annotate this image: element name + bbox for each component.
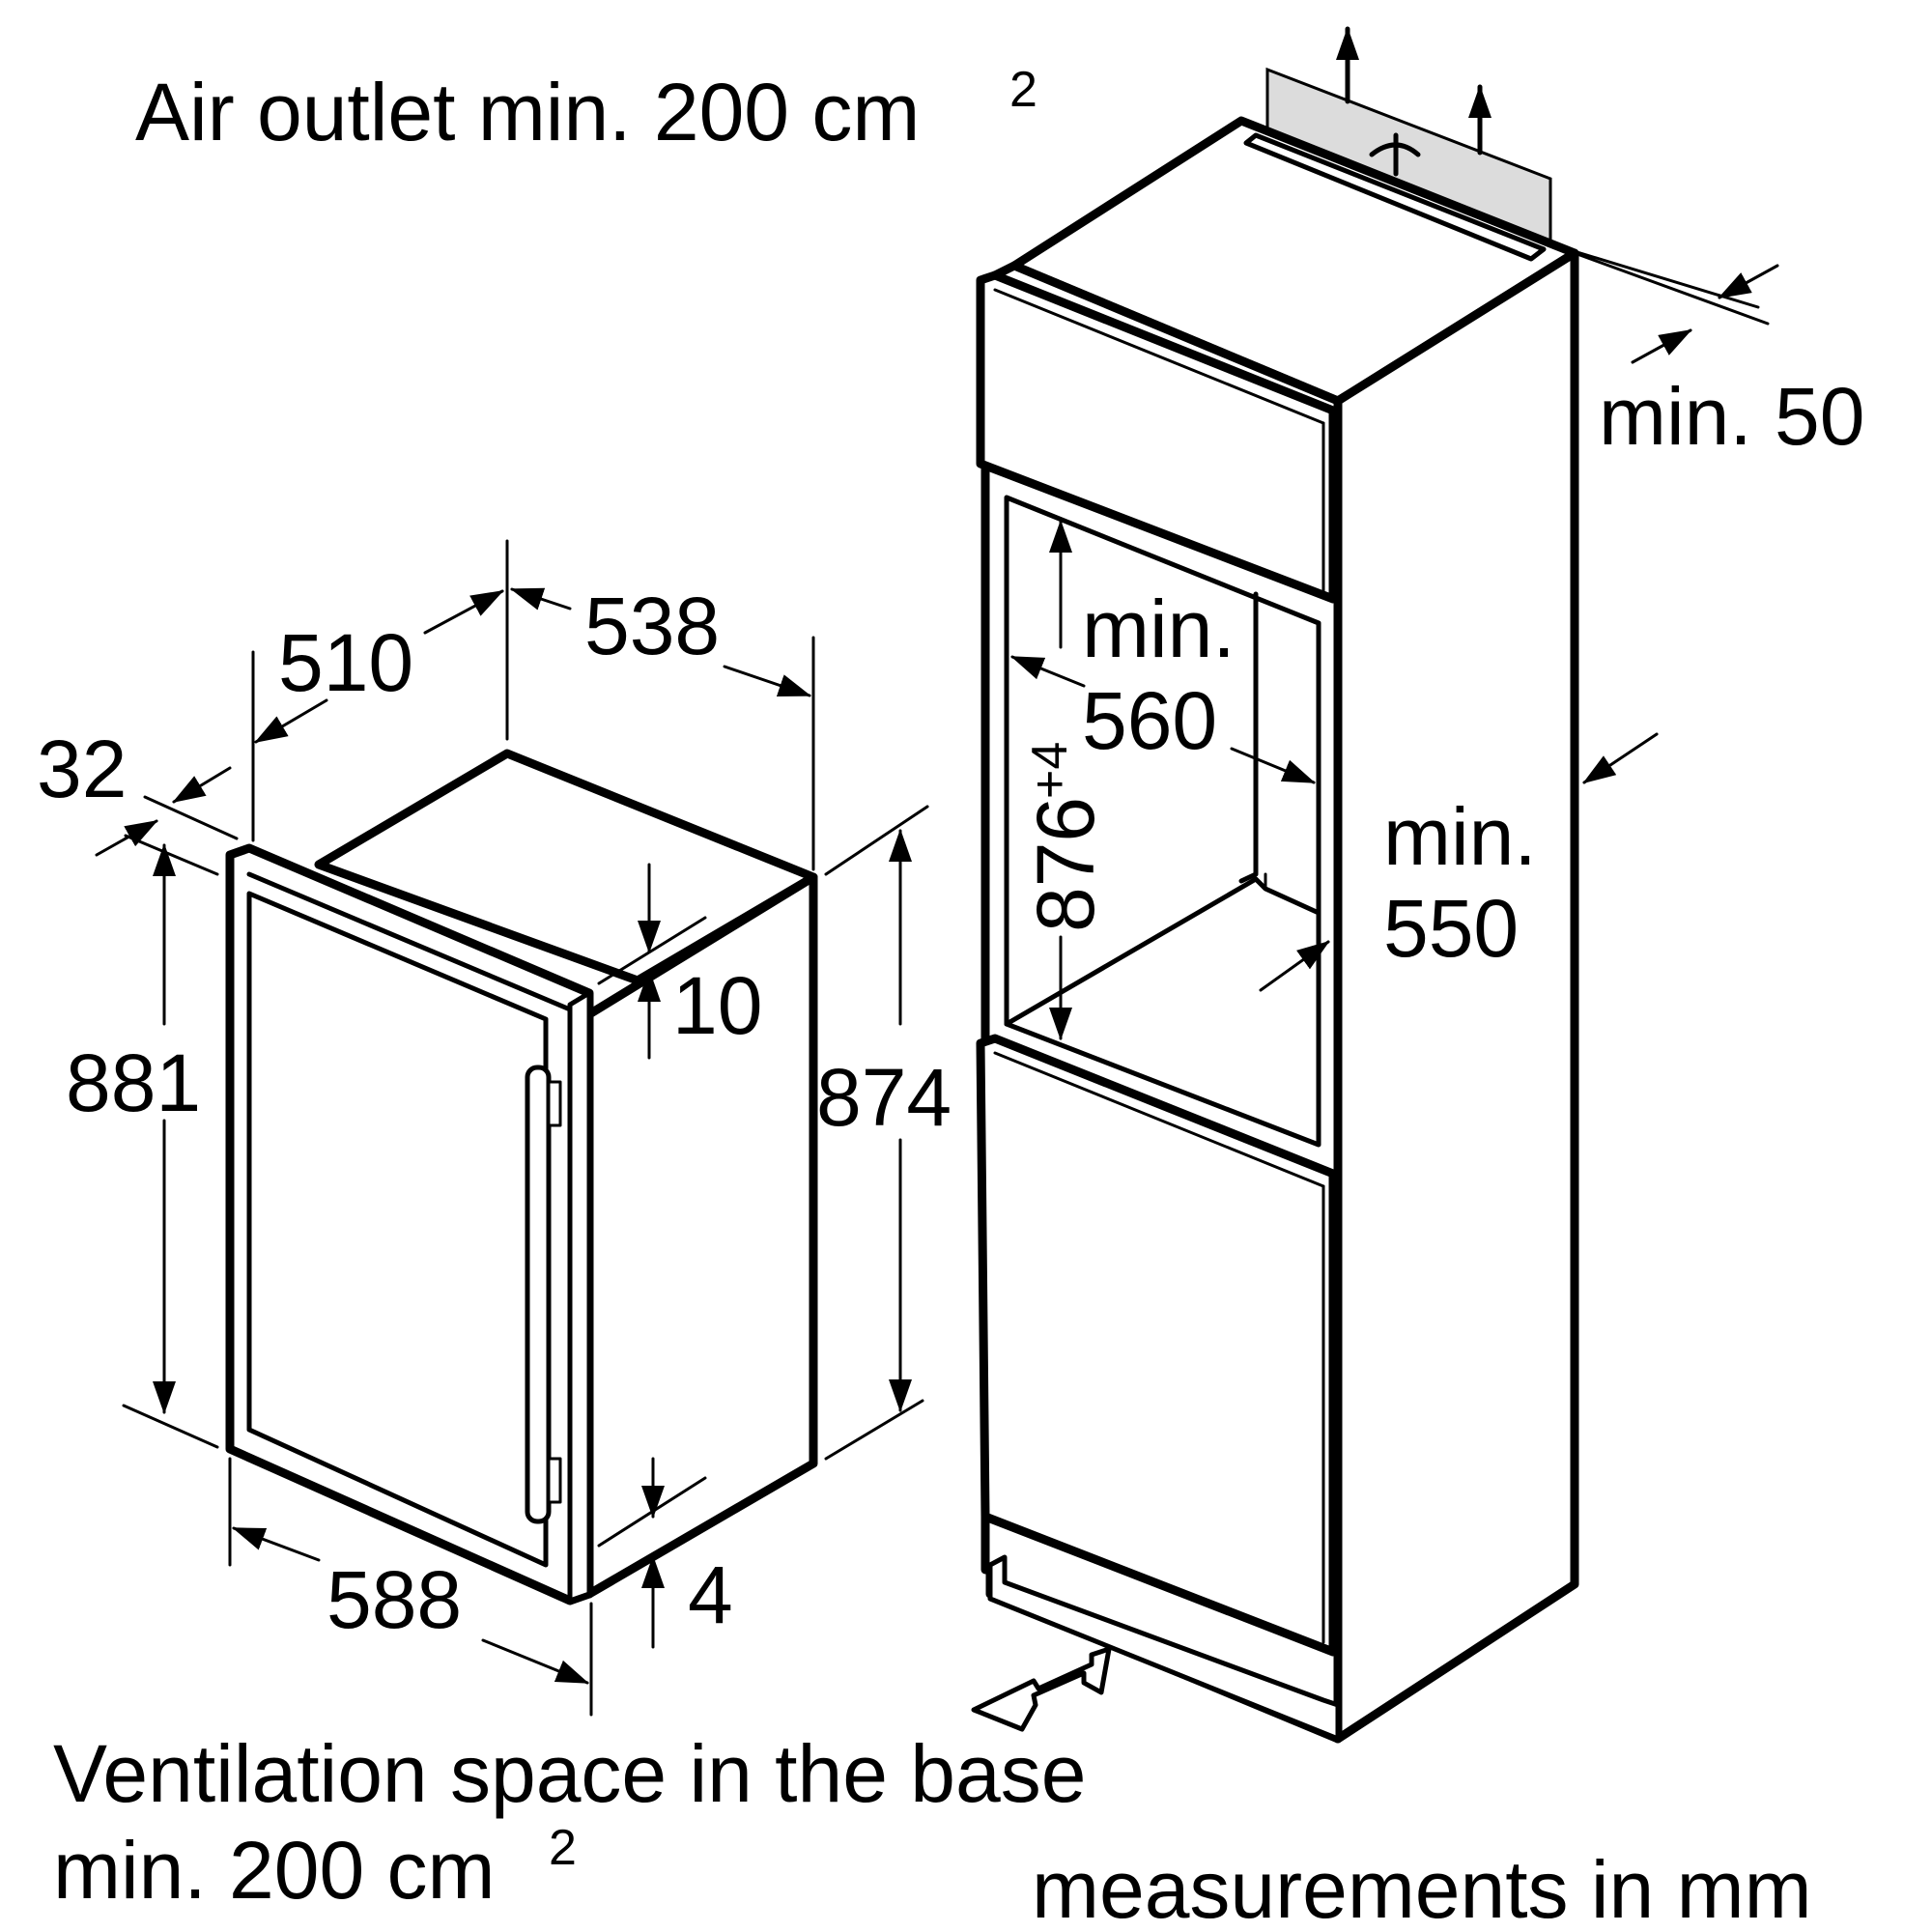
ventilation-text-line1: Ventilation space in the base (53, 1728, 1086, 1819)
ventilation-text-line2: min. 200 cm (53, 1825, 496, 1916)
appliance-dimension-labels: 538 510 32 881 874 10 4 588 (37, 581, 952, 1645)
appliance-drawing (225, 749, 818, 1605)
dim-bottom-gap: 4 (688, 1549, 733, 1640)
air-outlet-superscript: 2 (1009, 62, 1037, 118)
dim-niche-depth-label: min. (1383, 791, 1537, 882)
air-outlet-caption: Air outlet min. 200 cm 2 (135, 62, 1037, 157)
dim-niche-depth-value: 550 (1383, 883, 1519, 974)
units-note: measurements in mm (1032, 1844, 1812, 1932)
cabinet-plinth (987, 1554, 1341, 1742)
cabinet-lower-door (976, 1034, 1338, 1657)
dim-height-body: 874 (816, 1052, 952, 1143)
cabinet-upper-door (976, 270, 1338, 604)
cabinet-side (1333, 248, 1579, 1744)
dim-top-clearance: min. 50 (1599, 371, 1864, 462)
dim-niche-width-label: min. (1082, 583, 1236, 674)
appliance-door-window (246, 891, 549, 1568)
appliance-dimension-lines (95, 539, 929, 1717)
ventilation-superscript: 2 (549, 1820, 577, 1876)
air-outlet-text: Air outlet min. 200 cm (135, 67, 920, 157)
dim-width: 588 (327, 1554, 462, 1645)
dim-niche-width-value: 560 (1082, 675, 1217, 766)
dim-niche-height-tolerance: +4 (1022, 742, 1078, 799)
dim-door-thickness: 32 (37, 724, 127, 814)
ventilation-caption: Ventilation space in the base min. 200 c… (53, 1728, 1086, 1916)
cabinet-drawing (971, 26, 1579, 1744)
dim-height-total: 881 (66, 1037, 201, 1128)
dim-niche-height: 876 (1020, 797, 1111, 932)
base-ventilation-arrow (971, 1646, 1112, 1732)
dim-depth-with-door: 538 (584, 581, 720, 671)
cabinet-dimension-lines (1010, 235, 1779, 1040)
niche-opening (1004, 495, 1321, 1148)
dim-top-gap: 10 (672, 960, 762, 1051)
appliance-door-edge (567, 990, 592, 1604)
dim-depth: 510 (278, 617, 413, 708)
cabinet-dimension-labels: min. 50 min. 560 min. 550 876 +4 (1020, 371, 1864, 974)
door-handle (525, 1065, 552, 1524)
